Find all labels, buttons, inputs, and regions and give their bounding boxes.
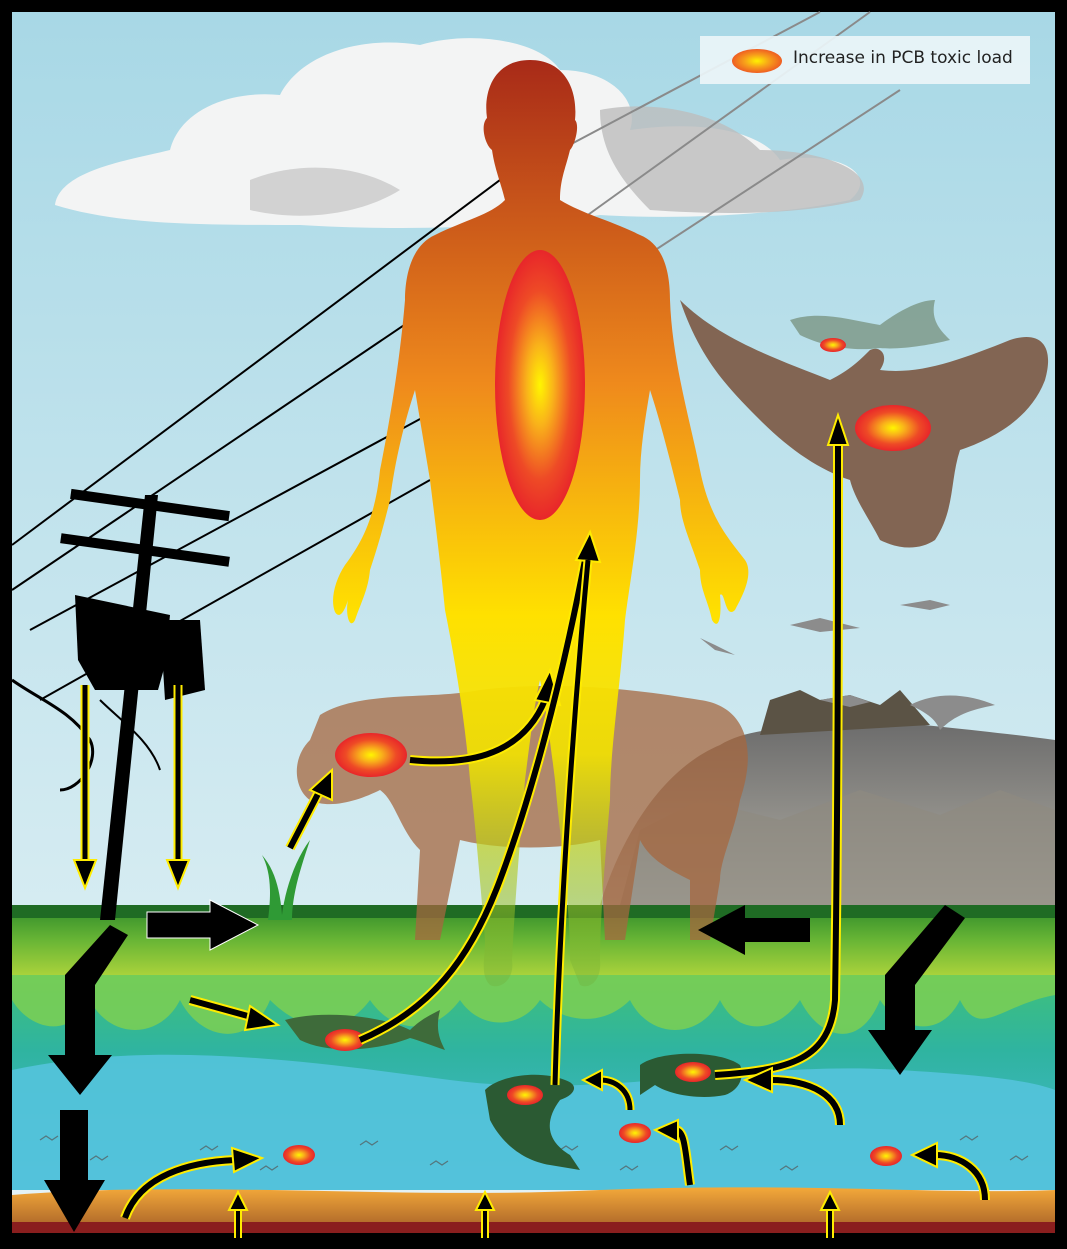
sunfish-toxic-load — [675, 1062, 711, 1082]
toxic-load-legend-icon — [732, 49, 782, 73]
salmon-toxic-load — [325, 1029, 365, 1051]
sediment — [12, 1187, 1055, 1233]
cow-toxic-load — [335, 733, 407, 777]
plankton-toxic-load-1 — [283, 1145, 315, 1165]
plankton-toxic-load-2 — [619, 1123, 651, 1143]
bedrock — [12, 1222, 1055, 1233]
pike-toxic-load — [507, 1085, 543, 1105]
legend: Increase in PCB toxic load — [700, 36, 1030, 84]
fish-held-by-eagle-toxic-load — [820, 338, 846, 352]
eagle-toxic-load — [855, 405, 931, 451]
plankton-toxic-load-3 — [870, 1146, 902, 1166]
legend-label: Increase in PCB toxic load — [793, 48, 1013, 68]
human-toxic-load — [495, 250, 585, 520]
